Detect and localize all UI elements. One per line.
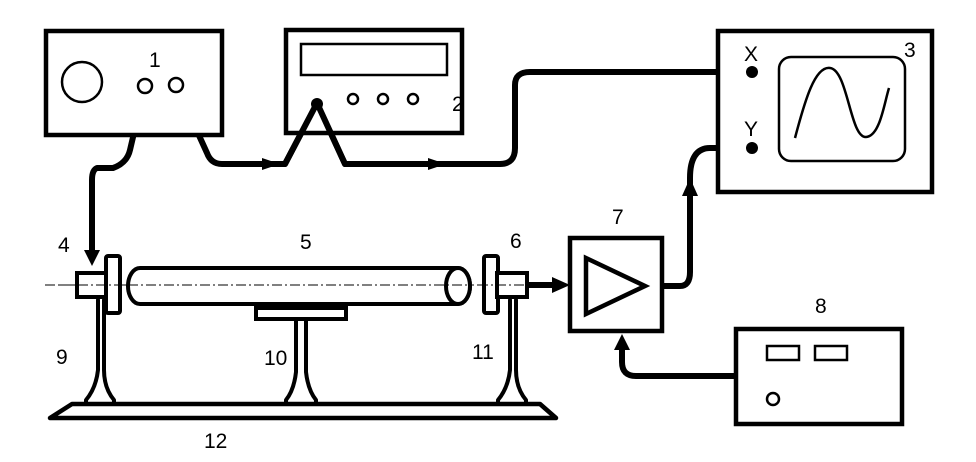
right-support [496,298,528,406]
label-amplifier: 7 [612,206,624,229]
arrow-to-meter [262,158,280,170]
meter-knob-2 [376,92,390,106]
label-y-input: Y [744,118,758,141]
label-frequency-meter: 2 [452,93,464,116]
label-middle-support: 10 [264,347,287,370]
generator-terminal-right [167,76,185,94]
arrow-from-power [614,334,630,350]
amplifier-triangle-icon [583,254,651,318]
middle-support-plate [254,306,348,321]
generator-dial-icon [60,60,104,104]
cable-generator-to-meter-to-x [173,69,755,167]
arrow-to-exciter [84,250,100,266]
left-support [84,298,116,406]
oscilloscope-x-terminal [746,66,758,78]
label-x-input: X [744,43,758,66]
power-display-2 [813,344,849,362]
label-power-supply: 8 [815,295,827,318]
power-display-1 [765,344,801,362]
generator-terminal-left [136,77,154,95]
label-left-support: 9 [56,346,68,369]
label-receiver: 6 [510,230,522,253]
label-oscilloscope: 3 [904,39,916,62]
power-supply [733,326,905,427]
oscilloscope-trace [793,66,891,139]
label-exciter: 4 [58,234,70,257]
exciter [60,254,126,315]
arrow-to-y [682,178,698,196]
label-rod: 5 [300,231,312,254]
oscilloscope-screen [777,55,907,163]
cable-amplifier-to-y [659,145,755,289]
meter-display [299,42,449,77]
label-generator: 1 [149,49,161,72]
label-base: 12 [204,430,227,453]
receiver [478,254,540,315]
oscilloscope [715,28,935,195]
amplifier [567,235,665,334]
arrow-to-amplifier [552,277,570,293]
label-right-support: 11 [472,341,494,364]
rod [126,266,472,306]
middle-support [284,316,318,406]
power-knob [765,391,781,407]
oscilloscope-y-terminal [746,142,758,154]
meter-knob-3 [406,92,420,106]
base [47,401,559,421]
cable-generator-to-exciter [89,83,148,261]
meter-knob-1 [346,92,360,106]
meter-input-terminal [311,98,323,110]
generator [43,28,225,138]
cable-power-to-amplifier [619,339,738,379]
arrow-to-oscilloscope [428,158,446,170]
frequency-meter [283,27,465,136]
